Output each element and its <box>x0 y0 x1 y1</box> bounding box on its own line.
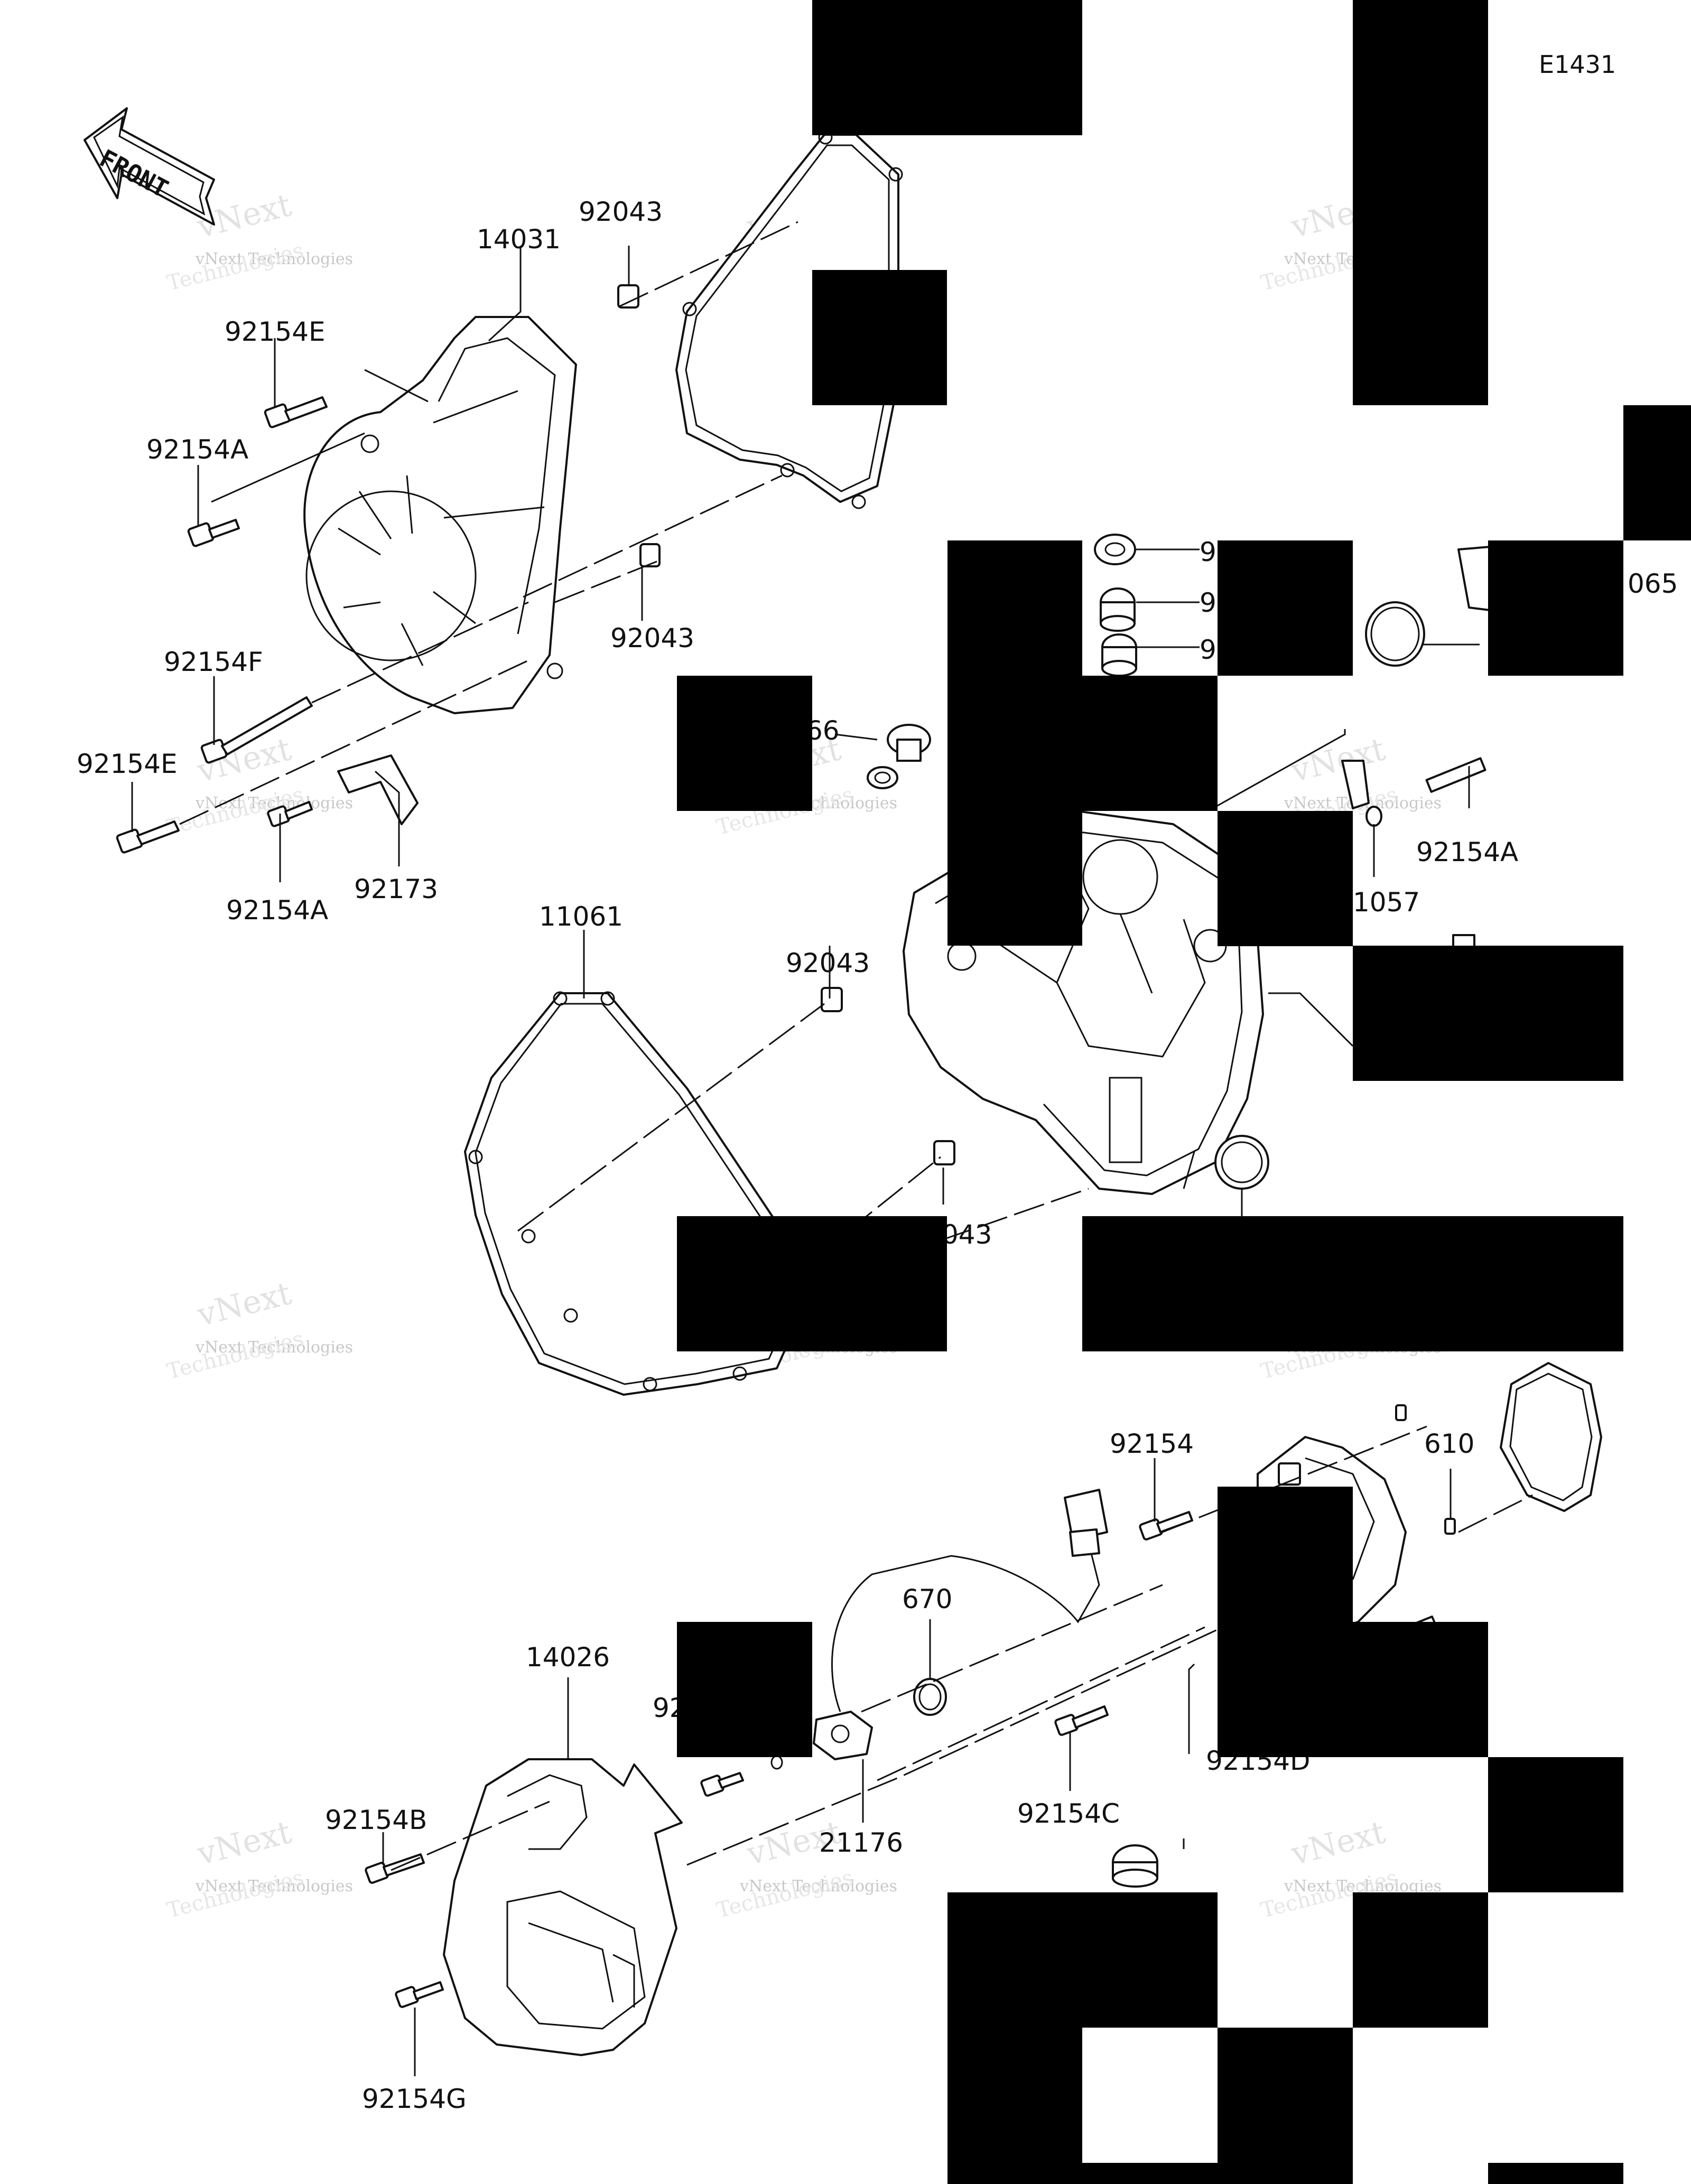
label-21176: 21176 <box>819 1827 903 1858</box>
label-92154E: 92154E <box>225 316 326 347</box>
redaction-block <box>947 1892 1218 2028</box>
dowel-pin-92043-clutch-a[interactable] <box>821 987 843 1012</box>
redaction-block <box>947 2028 1082 2184</box>
redaction-block <box>1623 405 1691 540</box>
label-065: 065 <box>1628 568 1678 599</box>
watermark-vnext: vNext <box>193 1814 295 1873</box>
redaction-block <box>812 0 1082 135</box>
redaction-blocks <box>677 0 1691 2184</box>
watermark-tech: Technologies <box>164 238 306 296</box>
bolt-92-small[interactable] <box>700 1755 783 1797</box>
watermark-vnext-tech: vNext Technologies <box>195 1877 353 1896</box>
label-92154: 92154 <box>1110 1429 1194 1459</box>
bolt-92154[interactable] <box>1139 1511 1193 1541</box>
clamp-92173[interactable] <box>337 754 419 825</box>
watermark-vnext-tech: vNext Technologies <box>195 250 353 268</box>
label-9: 9 <box>1200 587 1216 618</box>
redaction-block <box>1353 1892 1488 2028</box>
bearing-stack[interactable] <box>1094 534 1137 677</box>
dowel-pin-92043-top[interactable] <box>617 284 639 309</box>
redaction-block <box>1082 1216 1623 1351</box>
redaction-block <box>1488 1757 1623 1892</box>
sprocket-cover-14026[interactable] <box>443 1758 683 2056</box>
oil-filler-cap[interactable] <box>867 724 931 789</box>
redaction-block <box>1082 676 1218 811</box>
label-92043: 92043 <box>579 197 663 227</box>
watermark-tech: Technologies <box>164 1865 306 1923</box>
redaction-block <box>677 676 812 811</box>
diagram-code: E1431 <box>1539 50 1616 79</box>
bolt-92154F[interactable] <box>200 696 313 764</box>
label-92154C: 92154C <box>1017 1798 1120 1829</box>
bolt-92154A-lower[interactable] <box>267 801 313 827</box>
clutch-small-parts[interactable] <box>1214 757 1486 1190</box>
dowel-pin-92043-mid[interactable] <box>639 543 661 567</box>
watermark-vnext: vNext <box>1287 1814 1389 1873</box>
redaction-block <box>812 270 947 405</box>
label-670: 670 <box>902 1584 952 1614</box>
speed-sensor-21176[interactable] <box>813 1489 1108 1760</box>
leader-lines-bottom <box>382 1425 1533 2076</box>
label-92043: 92043 <box>610 623 694 654</box>
watermark-tech: Technologies <box>164 1327 306 1384</box>
redaction-block <box>1488 2163 1623 2184</box>
label-92154A: 92154A <box>226 895 328 926</box>
bolt-92154E-top[interactable] <box>264 396 328 428</box>
dowel-pin-92043-clutch-b[interactable] <box>933 1140 955 1165</box>
bolt-92154C[interactable] <box>1054 1705 1109 1736</box>
leader-lines-top <box>131 221 798 882</box>
label-11061: 11061 <box>539 901 623 932</box>
label-92173: 92173 <box>354 874 438 904</box>
label-9: 9 <box>1200 634 1216 665</box>
watermark-vnext: vNext <box>193 1275 295 1334</box>
label-92043: 92043 <box>786 948 870 978</box>
redaction-block <box>1218 1487 1353 1757</box>
redaction-block <box>1353 946 1623 1081</box>
bolt-92154G[interactable] <box>395 1981 444 2008</box>
front-arrow-icon: FRONT <box>83 107 215 226</box>
label-92154F: 92154F <box>164 647 263 677</box>
watermark-tech: Technologies <box>714 1865 856 1923</box>
label-92154G: 92154G <box>362 2084 467 2114</box>
label-92154E: 92154E <box>77 749 178 779</box>
dowel-pin-610[interactable] <box>1395 1404 1456 1535</box>
label-92154B: 92154B <box>325 1805 427 1835</box>
generator-cover-14031[interactable] <box>303 316 577 714</box>
watermark-vnext-tech: vNext Technologies <box>195 1338 353 1357</box>
label-9: 9 <box>1200 537 1216 567</box>
bolt-92154E-lower[interactable] <box>116 820 180 854</box>
watermark-vnext-tech: vNext Technologies <box>739 1877 897 1896</box>
redaction-block <box>1353 0 1488 405</box>
label-1057: 1057 <box>1353 887 1420 918</box>
bearing-bottom[interactable] <box>1112 1844 1158 1888</box>
watermark-vnext: vNext <box>1287 731 1389 790</box>
label-043: 043 <box>942 1219 992 1250</box>
label-14031: 14031 <box>477 224 561 255</box>
redaction-block <box>1353 1622 1488 1757</box>
label-14026: 14026 <box>526 1642 610 1673</box>
redaction-block <box>1218 540 1353 676</box>
redaction-block <box>1488 540 1623 676</box>
redaction-block <box>677 1622 812 1757</box>
redaction-block <box>1218 811 1353 946</box>
cover-gasket-right[interactable] <box>1500 1362 1602 1512</box>
o-ring-670[interactable] <box>913 1678 947 1716</box>
label-610: 610 <box>1424 1429 1474 1459</box>
redaction-block <box>1218 2028 1353 2184</box>
label-92154A: 92154A <box>1416 837 1518 867</box>
bolt-92154A-top[interactable] <box>187 519 240 547</box>
redaction-block <box>1082 2163 1218 2184</box>
label-92154A: 92154A <box>146 434 248 465</box>
redaction-block <box>677 1216 947 1351</box>
redaction-block <box>947 540 1082 946</box>
